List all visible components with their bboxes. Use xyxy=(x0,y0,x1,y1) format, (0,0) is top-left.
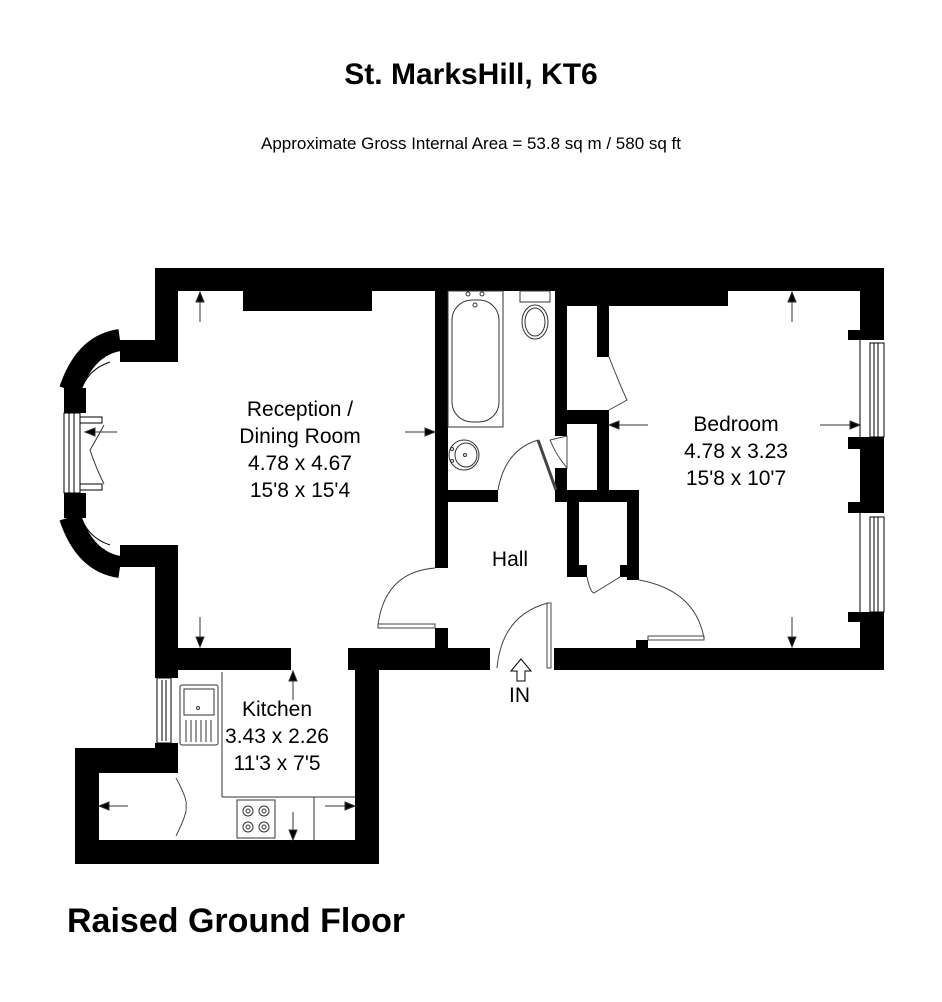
bedroom-metric: 4.78 x 3.23 xyxy=(684,440,788,463)
wash-basin xyxy=(448,439,480,471)
walls xyxy=(75,268,884,864)
dimension-arrows xyxy=(83,290,862,842)
bath-tub xyxy=(447,290,504,428)
entrance-arrow-icon xyxy=(509,658,533,682)
bay-window xyxy=(59,329,123,578)
bedroom-imperial: 15'8 x 10'7 xyxy=(685,467,787,490)
kitchen-metric: 3.43 x 2.26 xyxy=(225,725,329,748)
hob xyxy=(236,799,276,839)
kitchen-label: Kitchen 3.43 x 2.26 11'3 x 7'5 xyxy=(197,696,357,777)
toilet xyxy=(519,290,551,340)
hall-label: Hall xyxy=(470,546,550,573)
bedroom-windows xyxy=(859,340,885,613)
entrance-label: IN xyxy=(509,684,530,707)
reception-imperial: 15'8 x 15'4 xyxy=(249,479,351,502)
bedroom-name: Bedroom xyxy=(693,413,779,436)
hall-name: Hall xyxy=(491,548,529,571)
kitchen-imperial: 11'3 x 7'5 xyxy=(233,752,321,775)
bedroom-label: Bedroom 4.78 x 3.23 15'8 x 10'7 xyxy=(636,411,836,492)
reception-metric: 4.78 x 4.67 xyxy=(248,452,352,475)
doors xyxy=(175,356,705,837)
worktop xyxy=(221,672,355,840)
reception-name-line1: Reception / xyxy=(246,398,354,421)
kitchen-window xyxy=(156,677,172,744)
reception-name-line2: Dining Room xyxy=(239,425,361,448)
reception-label: Reception / Dining Room 4.78 x 4.67 15'8… xyxy=(190,396,410,504)
gross-area-text: Approximate Gross Internal Area = 53.8 s… xyxy=(260,134,682,153)
kitchen-name: Kitchen xyxy=(241,698,313,721)
kitchen-sink xyxy=(179,684,219,746)
page-title: St. MarksHill, KT6 xyxy=(344,58,598,91)
floor-label: Raised Ground Floor xyxy=(67,902,406,940)
